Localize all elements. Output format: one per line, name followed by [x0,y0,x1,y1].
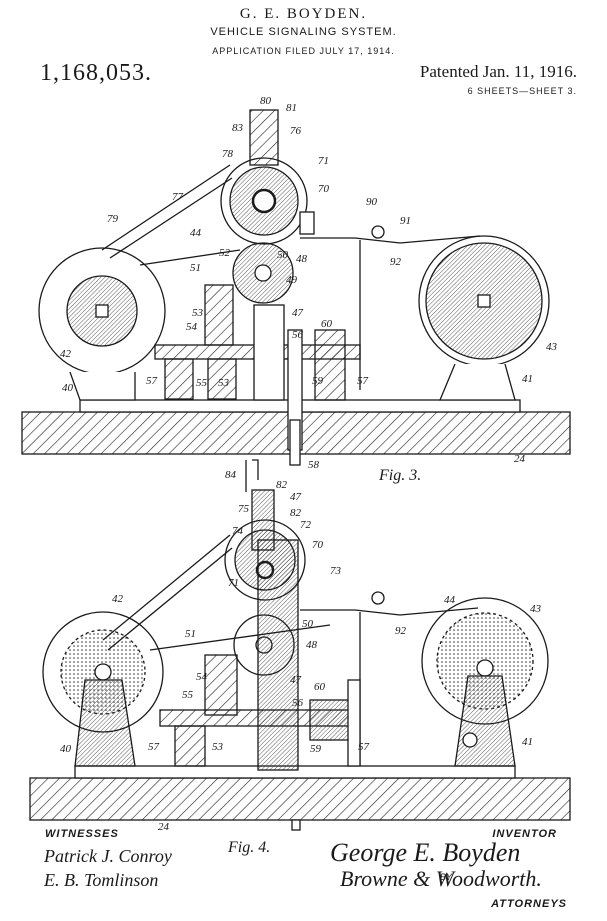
inventor-name: G. E. BOYDEN. [239,6,368,22]
fig3-label: 47 [292,307,304,319]
fig3-label: 49 [286,274,298,286]
fig3-label: 59 [312,375,324,387]
by-label: BY [440,872,453,882]
fig3-label: 92 [390,256,402,268]
witnesses-label: WITNESSES [45,828,119,840]
fig3-label: 77 [172,191,184,203]
fig4-label: 44 [444,594,456,606]
fig4-label: 92 [395,625,407,637]
fig3-label: 40 [62,382,74,394]
fig3-labels: 80 81 83 76 78 71 70 77 79 44 90 91 92 5… [60,95,558,471]
fig4-label: 57 [148,741,160,753]
patent-title: VEHICLE SIGNALING SYSTEM. [210,26,397,38]
fig4-base-plate [29,777,571,821]
sheet-count: 6 SHEETS—SHEET 3. [467,86,577,96]
fig3-label: 44 [190,227,202,239]
fig4-label: 73 [330,565,342,577]
fig3-top-bracket [249,109,279,166]
inventor-signature: George E. Boyden [330,838,521,867]
fig3-label: 80 [260,95,272,107]
fig4-label: 47 [290,491,302,503]
fig4-label: 43 [530,603,542,615]
fig3-label: 50 [277,249,289,261]
figure-4 [29,459,571,831]
fig4-caption: Fig. 4. [227,839,270,856]
fig4-label: 70 [312,539,324,551]
fig4-label: 56 [292,697,304,709]
fig3-label: 48 [296,253,308,265]
fig4-label: 42 [112,593,124,605]
fig4-label: 54 [196,671,208,683]
fig3-label: 42 [60,348,72,360]
witness-signature-2: E. B. Tomlinson [44,870,159,890]
fig3-label: 60 [321,318,333,330]
fig3-label: 54 [186,321,198,333]
fig3-belt-77 [101,164,231,251]
fig3-label: 43 [546,341,558,353]
fig3-label: 76 [290,125,302,137]
fig4-label: 50 [302,618,314,630]
fig4-label: 40 [60,743,72,755]
fig3-label: 81 [286,102,297,114]
inventor-label: INVENTOR [492,828,557,840]
fig4-belt [102,534,231,641]
fig3-label: 58 [308,459,320,471]
fig4-label: 47 [290,674,302,686]
fig3-label: 53 [218,377,230,389]
patent-number: 1,168,053. [40,60,152,86]
fig4-label: 51 [185,628,196,640]
fig4-label: 24 [158,821,170,833]
attorneys-label: ATTORNEYS [491,898,567,910]
attorney-signature: Browne & Woodworth. [340,866,542,891]
fig3-tape [300,235,481,244]
fig4-label: 84 [225,469,237,481]
fig4-tape [300,607,479,616]
fig4-label: 57 [358,741,370,753]
fig4-label: 82 [290,507,302,519]
fig4-label: 53 [212,741,224,753]
fig3-label: 70 [318,183,330,195]
fig4-label: 71 [228,577,239,589]
fig4-label: 55 [182,689,194,701]
fig3-label: 55 [196,377,208,389]
fig4-labels: 84 82 47 75 82 72 74 70 73 71 42 44 43 9… [60,469,542,833]
fig3-label: 78 [222,148,234,160]
fig4-label: 72 [300,519,312,531]
fig3-right-support [439,363,516,401]
fig3-label: 57 [146,375,158,387]
fig3-label: 83 [232,122,244,134]
fig4-label: 82 [276,479,288,491]
fig4-label: 75 [238,503,250,515]
figure-3 [21,109,571,466]
fig3-label: 24 [514,453,526,465]
fig3-label: 41 [522,373,533,385]
fig4-label: 59 [310,743,322,755]
fig3-label: 71 [318,155,329,167]
fig4-column [257,539,299,771]
application-filed: APPLICATION FILED JULY 17, 1914. [212,46,395,56]
fig3-label: 52 [219,247,231,259]
fig3-label: 53 [192,307,204,319]
fig4-label: 48 [306,639,318,651]
fig3-caption: Fig. 3. [378,467,421,484]
fig3-label: 56 [292,329,304,341]
fig3-label: 57 [357,375,369,387]
fig3-label: 79 [107,213,119,225]
fig3-label: 91 [400,215,411,227]
fig4-label: 74 [232,525,244,537]
fig3-left-support [69,371,136,401]
fig3-label: 51 [190,262,201,274]
fig4-left-support [74,679,136,767]
fig4-label: 41 [522,736,533,748]
fig3-label: 90 [366,196,378,208]
witness-signature-1: Patrick J. Conroy [44,846,172,866]
patent-date: Patented Jan. 11, 1916. [419,62,577,81]
fig4-label: 60 [314,681,326,693]
